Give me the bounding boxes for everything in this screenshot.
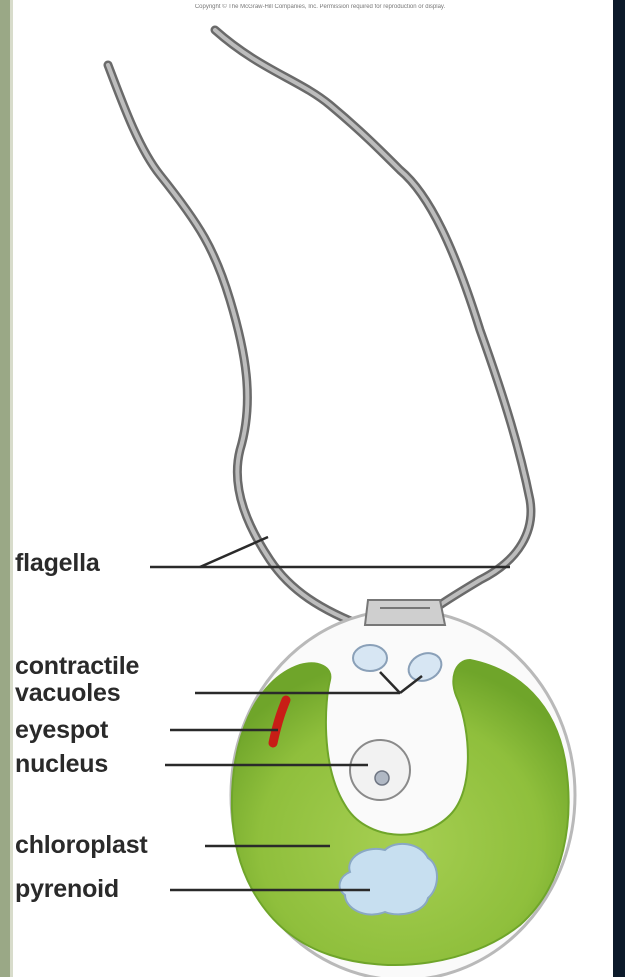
contractile-vacuole-left [353,645,387,671]
basal-body [365,600,445,625]
flagella-leader-branch [200,537,268,567]
label-eyespot: eyespot [15,717,108,743]
label-contractile: contractile [15,653,139,679]
nucleus [350,740,410,800]
label-chloroplast: chloroplast [15,832,148,858]
label-pyrenoid: pyrenoid [15,876,119,902]
flagellum-left [108,65,368,628]
label-nucleus: nucleus [15,751,108,777]
label-vacuoles: vacuoles [15,680,120,706]
label-flagella: flagella [15,550,100,576]
